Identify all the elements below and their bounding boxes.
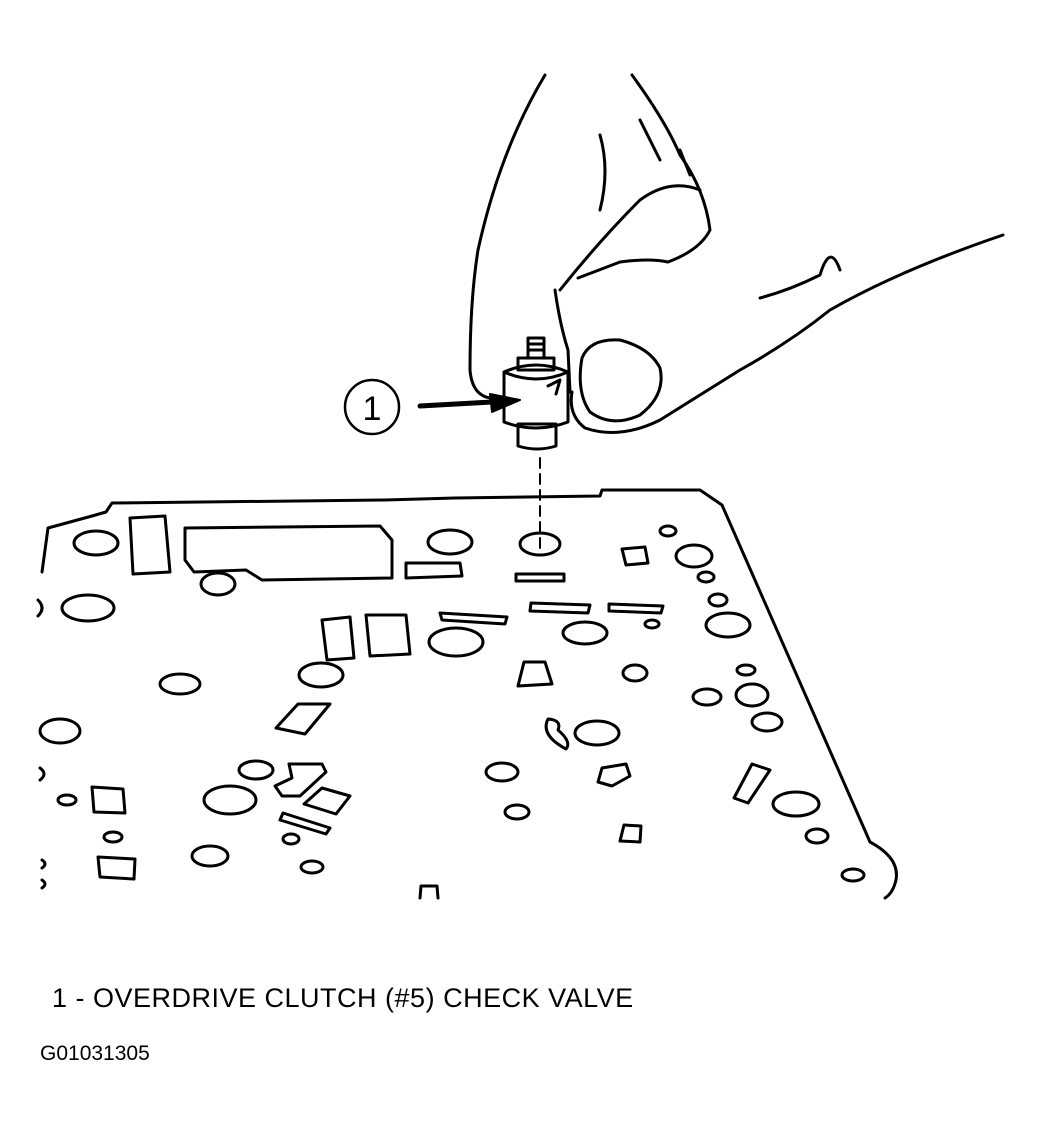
legend-caption: 1 - OVERDRIVE CLUTCH (#5) CHECK VALVE — [52, 983, 634, 1013]
callout-arrow — [417, 393, 521, 413]
callout-marker: 1 — [343, 378, 401, 436]
callout-number: 1 — [363, 390, 382, 428]
plate-edge-break — [36, 598, 47, 890]
plate-passages — [38, 514, 866, 900]
separator-plate-outline — [40, 488, 898, 900]
check-valve — [502, 336, 570, 451]
figure-id: G01031305 — [40, 1042, 150, 1065]
hand-illustration — [468, 73, 1005, 434]
valve-body-illustration: 1 — [36, 73, 1005, 900]
